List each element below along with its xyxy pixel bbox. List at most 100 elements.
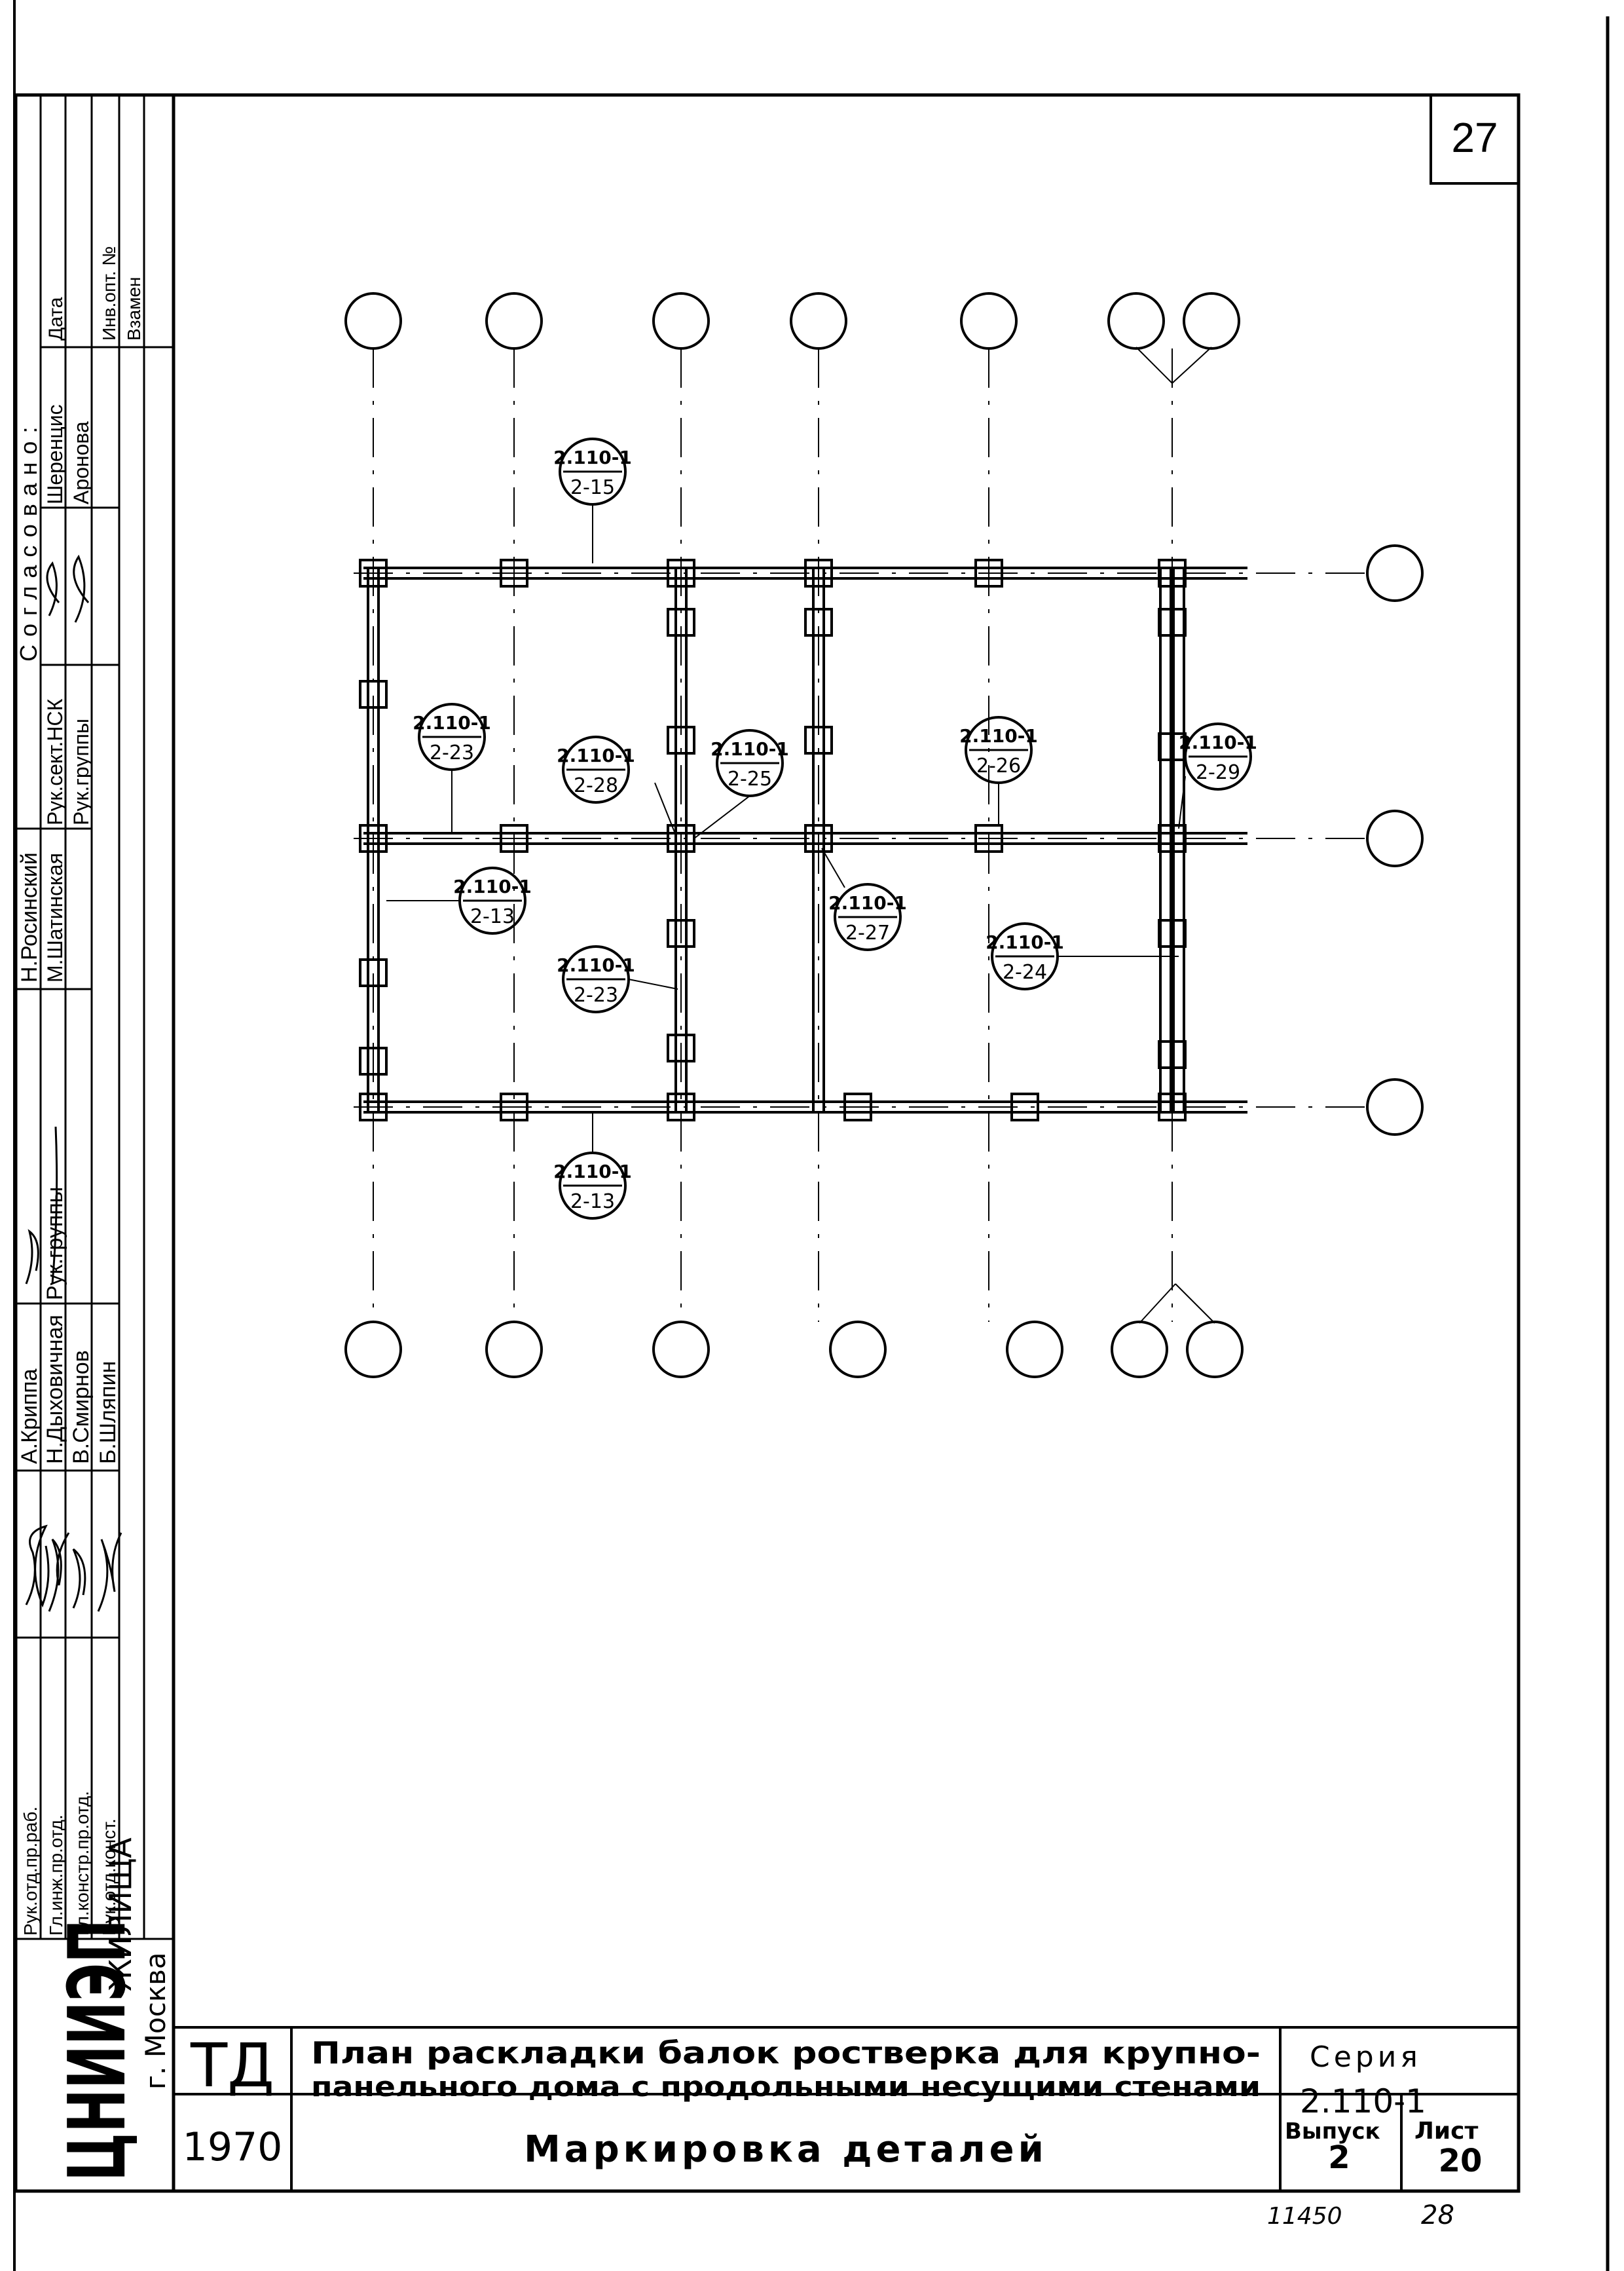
axis-branch bbox=[1135, 347, 1173, 384]
frame-border bbox=[14, 93, 1521, 2193]
title-line-2: панельного дома с продольными несущими с… bbox=[311, 2071, 1261, 2103]
agreed-role-1: Рук.сект.НСК bbox=[43, 698, 67, 825]
detail-mark-number: 2-28 bbox=[574, 774, 618, 797]
axis-bubble bbox=[1006, 1321, 1063, 1378]
beam-joint bbox=[804, 726, 833, 755]
leader-line bbox=[628, 979, 678, 990]
org-suffix: ЖИЛИЩА bbox=[103, 1837, 138, 1991]
beam-joint bbox=[667, 559, 695, 588]
beam-joint bbox=[804, 608, 833, 637]
replace-label: Взамен bbox=[124, 277, 144, 341]
detail-mark-circle bbox=[1184, 723, 1252, 791]
detail-mark-number: 2-13 bbox=[570, 1190, 615, 1213]
axis-branch bbox=[1175, 1283, 1215, 1324]
beam-joint bbox=[804, 559, 833, 588]
detail-mark-number: 2-13 bbox=[470, 905, 515, 928]
beam-joint bbox=[500, 559, 528, 588]
detail-mark-number: 2-23 bbox=[430, 741, 474, 764]
beam-joint bbox=[974, 824, 1003, 853]
name-1: А.Криппа bbox=[17, 1368, 42, 1464]
beam-joint bbox=[359, 680, 388, 709]
detail-mark-number: 2-24 bbox=[1003, 961, 1047, 984]
series-label: Серия bbox=[1310, 2040, 1422, 2074]
beam-joint bbox=[667, 1093, 695, 1121]
name-4: Б.Шляпин bbox=[96, 1361, 120, 1464]
detail-mark-series: 2.110-1 bbox=[413, 712, 491, 734]
beam-joint bbox=[1158, 1040, 1187, 1069]
beam-joint bbox=[667, 1034, 695, 1062]
axis-bubble bbox=[1111, 1321, 1168, 1378]
axis-bubble bbox=[344, 292, 402, 350]
signatures bbox=[25, 554, 122, 1612]
axis-bubble bbox=[485, 292, 543, 350]
inv-label: Инв.опт. № bbox=[99, 246, 119, 341]
beam-joint bbox=[843, 1093, 872, 1121]
city-label: г. Москва bbox=[139, 1952, 172, 2090]
agreed-name-2: Аронова bbox=[69, 421, 93, 504]
issue-value: 2 bbox=[1328, 2139, 1350, 2176]
sheet-value: 20 bbox=[1439, 2143, 1483, 2179]
detail-mark-circle bbox=[834, 883, 902, 951]
axis-bubble bbox=[652, 292, 710, 350]
axis-bubble bbox=[344, 1321, 402, 1378]
logo-text: ЦНИИЭП bbox=[52, 1919, 143, 2181]
title-line-1: План раскладки балок ростверка для крупн… bbox=[311, 2035, 1261, 2071]
detail-mark-number: 2-15 bbox=[570, 476, 615, 499]
role-4: Рук.отд.конст. bbox=[99, 1818, 119, 1936]
name2-1: Н.Росинский bbox=[17, 852, 42, 983]
axis-bubble bbox=[1183, 292, 1240, 350]
axis-bubble bbox=[790, 292, 847, 350]
issue-label: Выпуск bbox=[1285, 2118, 1380, 2145]
detail-mark-number: 2-26 bbox=[976, 755, 1021, 778]
subtitle: Маркировка деталей bbox=[524, 2128, 1048, 2171]
beam-joint bbox=[667, 919, 695, 948]
stamp-sheet: 28 bbox=[1421, 2200, 1454, 2230]
sheet-number: 27 bbox=[1451, 114, 1498, 161]
detail-mark-series: 2.110-1 bbox=[553, 1161, 632, 1182]
title-block bbox=[174, 2026, 1519, 2191]
detail-mark-circle bbox=[458, 867, 526, 935]
td-mark: ТД bbox=[190, 2031, 274, 2101]
beam-joint bbox=[500, 824, 528, 853]
axis-bubble bbox=[1186, 1321, 1244, 1378]
detail-mark-series: 2.110-1 bbox=[828, 892, 907, 914]
beam-joint bbox=[1158, 824, 1187, 853]
leader-line bbox=[1178, 776, 1186, 829]
year: 1970 bbox=[183, 2124, 283, 2170]
detail-mark-series: 2.110-1 bbox=[710, 738, 789, 760]
sheet-label: Лист bbox=[1414, 2118, 1478, 2145]
stamp-number: 11450 bbox=[1267, 2203, 1342, 2230]
axis-bubble bbox=[485, 1321, 543, 1378]
agreed-role-2: Рук.группы bbox=[69, 719, 93, 825]
agreed-name-1: Шеренцис bbox=[43, 404, 67, 504]
date-label: Дата bbox=[45, 297, 67, 341]
detail-mark-series: 2.110-1 bbox=[557, 954, 635, 976]
beam-joint bbox=[359, 824, 388, 853]
detail-mark-series: 2.110-1 bbox=[557, 745, 635, 766]
detail-mark-number: 2-29 bbox=[1196, 761, 1240, 784]
axis-branch bbox=[1172, 347, 1212, 384]
detail-mark-circle bbox=[562, 736, 630, 804]
detail-mark-series: 2.110-1 bbox=[959, 725, 1038, 747]
cniiep-logo: ЦНИИЭП bbox=[52, 1919, 143, 2181]
detail-mark-number: 2-27 bbox=[845, 922, 890, 945]
name2-2: М.Шатинская bbox=[43, 853, 67, 983]
role-3: Гл.констр.пр.отд. bbox=[72, 1791, 92, 1936]
beam-joint bbox=[667, 726, 695, 755]
beam-joint bbox=[667, 608, 695, 637]
beam-joint bbox=[500, 1093, 528, 1121]
axis-bubble bbox=[1366, 1078, 1424, 1136]
axis-bubble bbox=[960, 292, 1018, 350]
name-2: Н.Дыховичная bbox=[43, 1315, 67, 1464]
agreed-title: Согласовано: bbox=[15, 419, 42, 662]
foundation-plan: 2.110-1 2-15 2.110-1 2-23 2.110-1 2-28 2.110-1… bbox=[344, 292, 1424, 1378]
role-1: Рук.отд.пр.раб. bbox=[20, 1807, 41, 1936]
role-2: Гл.инж.пр.отд. bbox=[46, 1814, 66, 1936]
axis-bubble bbox=[1366, 810, 1424, 867]
beam-joint bbox=[359, 559, 388, 588]
beam-joint bbox=[1158, 608, 1187, 637]
axis-bubble bbox=[1366, 544, 1424, 602]
axis-bubble bbox=[829, 1321, 887, 1378]
beam-joint bbox=[1158, 732, 1187, 761]
side-approval-block bbox=[16, 95, 174, 1940]
